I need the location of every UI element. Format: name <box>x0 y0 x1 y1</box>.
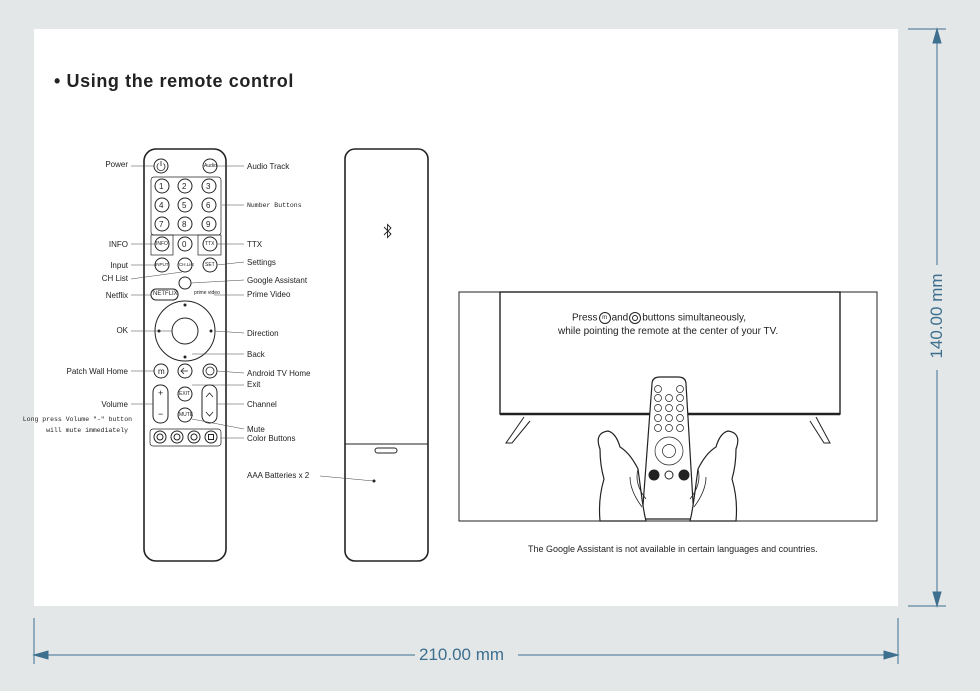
tv-stand-left <box>505 416 531 444</box>
set-key-label: SET <box>205 262 215 268</box>
digit-1: 1 <box>159 182 164 191</box>
label-info: INFO <box>108 240 128 249</box>
left-hand <box>597 430 647 522</box>
manual-page: • Using the remote control <box>23 29 898 606</box>
digit-0: 0 <box>182 240 187 249</box>
label-power: Power <box>105 160 128 169</box>
label-back: Back <box>247 350 265 359</box>
width-dimension: 210.00 mm <box>419 645 505 664</box>
mute-button <box>177 407 193 423</box>
label-exit: Exit <box>247 380 261 389</box>
digit-6: 6 <box>206 201 211 210</box>
label-settings: Settings <box>247 258 276 267</box>
label-direction: Direction <box>247 329 279 338</box>
right-hand <box>689 430 739 522</box>
label-aaa-batteries: AAA Batteries x 2 <box>247 471 310 480</box>
and-word: and <box>611 312 629 324</box>
label-input: Input <box>110 261 128 270</box>
chlist-key-label: CH.List <box>179 262 194 267</box>
height-dimension: 140.00 mm <box>927 273 946 359</box>
held-remote <box>641 376 695 520</box>
label-android-tv-home: Android TV Home <box>247 369 311 378</box>
remote-front-illustration <box>130 148 878 562</box>
remote-front-body <box>143 148 227 562</box>
netflix-button <box>150 288 179 301</box>
label-number-buttons: Number Buttons <box>247 202 302 209</box>
color-buttons-bar <box>149 428 222 447</box>
label-channel: Channel <box>247 400 277 409</box>
label-volume: Volume <box>101 400 128 409</box>
netflix-key-label: NETFLIX <box>153 291 178 297</box>
back-button <box>177 363 193 379</box>
digit-3: 3 <box>206 182 211 191</box>
label-prime-video: Prime Video <box>247 290 291 299</box>
page-title: • Using the remote control <box>54 71 294 92</box>
m-button-icon: m <box>598 312 611 324</box>
remote-back-body <box>344 148 429 562</box>
tv-stand-right <box>809 416 831 444</box>
label-color-buttons: Color Buttons <box>247 434 296 443</box>
label-long-press-2: will mute immediately <box>46 427 128 434</box>
digit-9: 9 <box>206 220 211 229</box>
prime-key-label: prime video <box>194 290 220 296</box>
label-mute: Mute <box>247 425 265 434</box>
tv-instruction-line2: while pointing the remote at the center … <box>558 326 779 337</box>
label-netflix: Netflix <box>105 291 128 300</box>
home-button-icon <box>629 312 642 324</box>
digit-5: 5 <box>182 201 187 210</box>
digit-8: 8 <box>182 220 187 229</box>
label-ok: OK <box>116 326 128 335</box>
digit-7: 7 <box>159 220 164 229</box>
m-key-label: m <box>158 367 165 376</box>
info-key-label: INFO <box>156 241 168 247</box>
audio-key-label: Audio <box>204 163 217 169</box>
bullet: • <box>54 71 61 91</box>
mute-key-label: MUTE <box>179 412 194 418</box>
title-text: Using the remote control <box>66 71 294 91</box>
exit-key-label: EXIT <box>179 391 191 397</box>
instruction-rest: buttons simultaneously, <box>642 312 747 324</box>
input-key-label: INPUT <box>155 262 169 267</box>
label-audio-track: Audio Track <box>247 162 290 171</box>
google-assistant-note: The Google Assistant is not available in… <box>528 544 818 554</box>
label-google-assistant: Google Assistant <box>247 276 308 285</box>
digit-4: 4 <box>159 201 164 210</box>
label-ttx: TTX <box>247 240 263 249</box>
label-ch-list: CH List <box>101 274 128 283</box>
number-pad <box>150 176 222 236</box>
vol-minus-label: − <box>158 409 164 419</box>
ttx-key-label: TTX <box>205 241 215 247</box>
digit-2: 2 <box>182 182 187 191</box>
label-long-press-1: Long press Volume "-" button <box>22 416 132 423</box>
press-word: Press <box>572 312 598 324</box>
exit-button <box>177 386 193 402</box>
chlist-button <box>177 257 193 273</box>
vol-plus-label: + <box>158 388 164 398</box>
bluetooth-icon <box>383 223 392 239</box>
label-patch-wall-home: Patch Wall Home <box>66 367 129 376</box>
